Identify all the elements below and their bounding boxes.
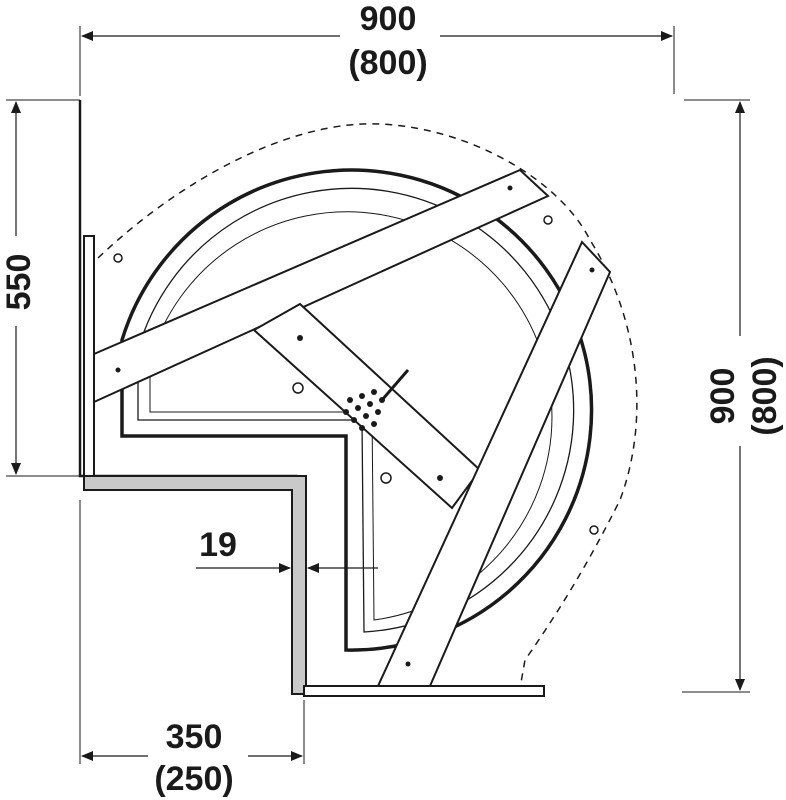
left-back-panel: [83, 235, 95, 477]
right-depth-label: 900: [704, 368, 742, 425]
bottom-width-alt-label: (250): [154, 760, 233, 798]
top-width-label: 900: [360, 0, 417, 38]
shelf-lip-rim: [149, 211, 553, 621]
left-height-label: 550: [0, 254, 38, 311]
side-panel-19mm: [83, 475, 307, 695]
upper-mounting-bar: [93, 168, 550, 404]
lower-mounting-bar: [376, 240, 612, 687]
swing-clearance-arc: [97, 123, 638, 689]
bar-rivets: [115, 185, 595, 667]
bottom-base-panel: [303, 685, 545, 697]
hub-pin: [380, 369, 410, 401]
bottom-width-label: 350: [166, 718, 223, 756]
shelf-inner-rim: [137, 187, 575, 633]
panel-thickness-label: 19: [199, 526, 237, 564]
top-width-alt-label: (800): [348, 44, 427, 82]
right-depth-alt-label: (800): [746, 356, 784, 435]
mounting-screws: [113, 215, 599, 535]
